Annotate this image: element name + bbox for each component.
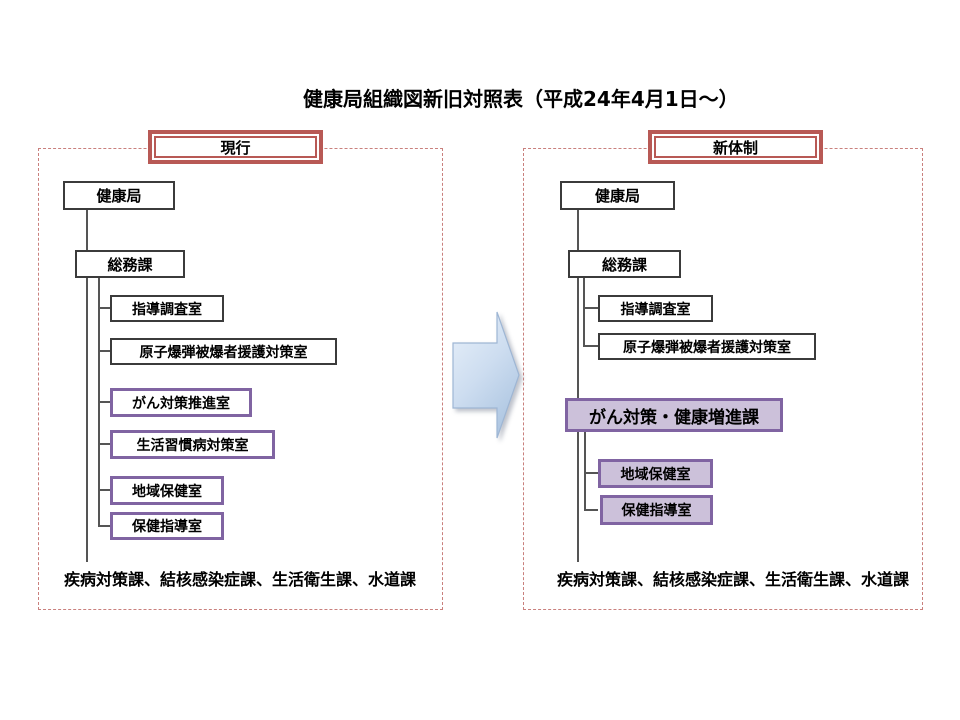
connector-line — [583, 345, 598, 347]
connector-line — [98, 307, 110, 309]
connector-line — [86, 209, 88, 562]
current-highlight-room-box: 保健指導室 — [110, 512, 224, 540]
current-room-box: 原子爆弾被爆者援護対策室 — [110, 338, 337, 365]
current-room-box: 指導調査室 — [110, 295, 224, 322]
page-title: 健康局組織図新旧対照表（平成24年4月1日～） — [303, 87, 739, 111]
new-division-highlight-box: がん対策・健康増進課 — [565, 398, 783, 432]
current-other-divisions: 疾病対策課、結核感染症課、生活衛生課、水道課 — [64, 570, 417, 589]
new-highlight-room-box: 地域保健室 — [598, 459, 713, 488]
current-highlight-room-box: 生活習慣病対策室 — [110, 430, 275, 459]
new-panel-frame — [523, 148, 923, 610]
new-bureau-box: 健康局 — [560, 181, 675, 210]
new-header-label: 新体制 — [654, 136, 817, 158]
new-room-box: 指導調査室 — [598, 295, 713, 322]
connector-line — [98, 350, 110, 352]
connector-line — [577, 209, 579, 562]
current-header-frame: 現行 — [148, 130, 323, 164]
connector-line — [98, 443, 110, 445]
connector-line — [584, 432, 586, 511]
current-bureau-box: 健康局 — [63, 181, 175, 210]
connector-line — [584, 472, 598, 474]
connector-line — [98, 525, 110, 527]
current-highlight-room-box: 地域保健室 — [110, 476, 224, 505]
transition-arrow-icon — [450, 310, 530, 454]
connector-line — [98, 401, 110, 403]
current-highlight-room-box: がん対策推進室 — [110, 388, 252, 417]
new-highlight-room-box: 保健指導室 — [600, 495, 713, 525]
connector-line — [584, 509, 598, 511]
new-header-frame: 新体制 — [648, 130, 823, 164]
connector-line — [98, 489, 110, 491]
current-division-box: 総務課 — [75, 250, 185, 278]
new-division-box: 総務課 — [568, 250, 681, 278]
connector-line — [583, 307, 598, 309]
new-other-divisions: 疾病対策課、結核感染症課、生活衛生課、水道課 — [557, 570, 910, 589]
current-header-label: 現行 — [154, 136, 317, 158]
connector-line — [583, 278, 585, 347]
new-room-box: 原子爆弾被爆者援護対策室 — [598, 333, 816, 360]
